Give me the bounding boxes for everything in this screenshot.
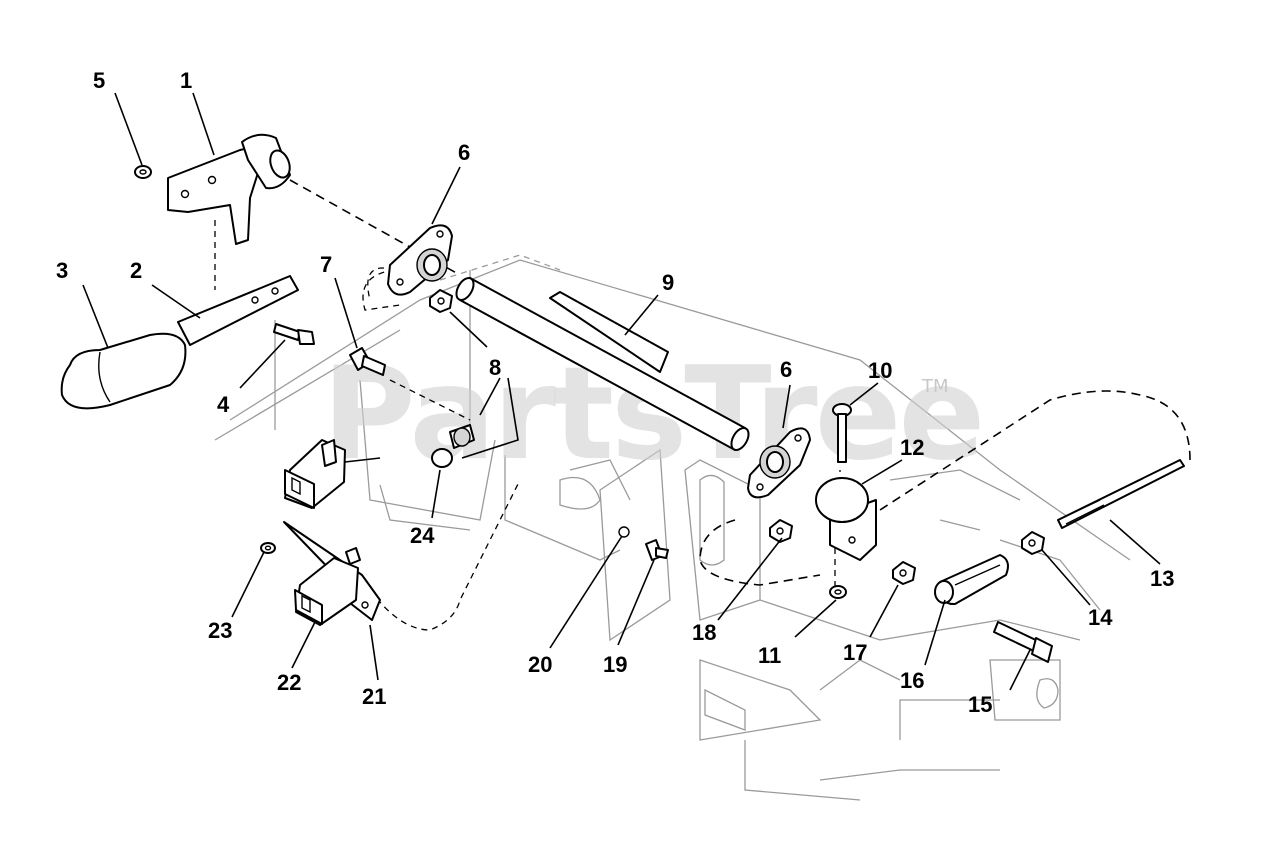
part-19-screw (645, 539, 669, 561)
callout-15: 15 (968, 692, 992, 717)
part-6-bearing-left (387, 224, 453, 296)
callout-16: 16 (900, 668, 924, 693)
part-11-nut (829, 585, 847, 599)
part-14-nut (1021, 531, 1045, 555)
callout-21: 21 (362, 684, 386, 709)
callout-20: 20 (528, 652, 552, 677)
part-9-shaft (455, 277, 750, 451)
frame-outline (214, 254, 1131, 801)
callout-19: 19 (603, 652, 627, 677)
part-10-pin (832, 403, 852, 463)
part-1-bracket (167, 133, 291, 245)
part-6-bearing-right (747, 427, 811, 499)
part-2-lever (177, 275, 299, 346)
callout-4: 4 (217, 392, 230, 417)
callout-5: 5 (93, 68, 105, 93)
part-15-bolt (993, 621, 1053, 663)
part-21-22-switch (283, 521, 381, 626)
callout-17: 17 (843, 640, 867, 665)
callout-18: 18 (692, 620, 716, 645)
callout-7: 7 (320, 252, 332, 277)
part-16-clevis (934, 554, 1009, 606)
part-3-grip (60, 332, 187, 410)
callout-12: 12 (900, 435, 924, 460)
part-18-nut (769, 519, 793, 543)
part-20-washer (618, 526, 630, 538)
callout-8: 8 (489, 355, 501, 380)
part-7-bolt (349, 347, 386, 376)
part-5-washer (134, 165, 152, 179)
callout-11: 11 (758, 643, 781, 668)
part-8-nut (429, 289, 453, 313)
callout-9: 9 (662, 270, 674, 295)
leader-lines (82, 92, 1161, 691)
callout-24: 24 (410, 523, 435, 548)
part-17-nut (892, 561, 916, 585)
callout-6-left: 6 (458, 140, 470, 165)
callout-2: 2 (130, 258, 142, 283)
callout-14: 14 (1088, 605, 1113, 630)
callout-22: 22 (277, 670, 301, 695)
upper-switch (284, 439, 346, 509)
watermark-tm: TM (921, 376, 949, 397)
callout-labels: 5 1 3 2 4 6 7 8 9 6 10 12 13 14 15 16 17… (56, 68, 1174, 717)
callout-13: 13 (1150, 566, 1174, 591)
part-23-washer (260, 542, 276, 554)
callout-3: 3 (56, 258, 68, 283)
callout-10: 10 (868, 358, 892, 383)
part-13-rod (1057, 459, 1185, 529)
part-24-plunger (431, 424, 475, 468)
callout-6-right: 6 (780, 357, 792, 382)
callout-23: 23 (208, 618, 232, 643)
callout-1: 1 (180, 68, 192, 93)
part-12-collar (815, 477, 877, 561)
part-4-bolt (273, 323, 315, 345)
